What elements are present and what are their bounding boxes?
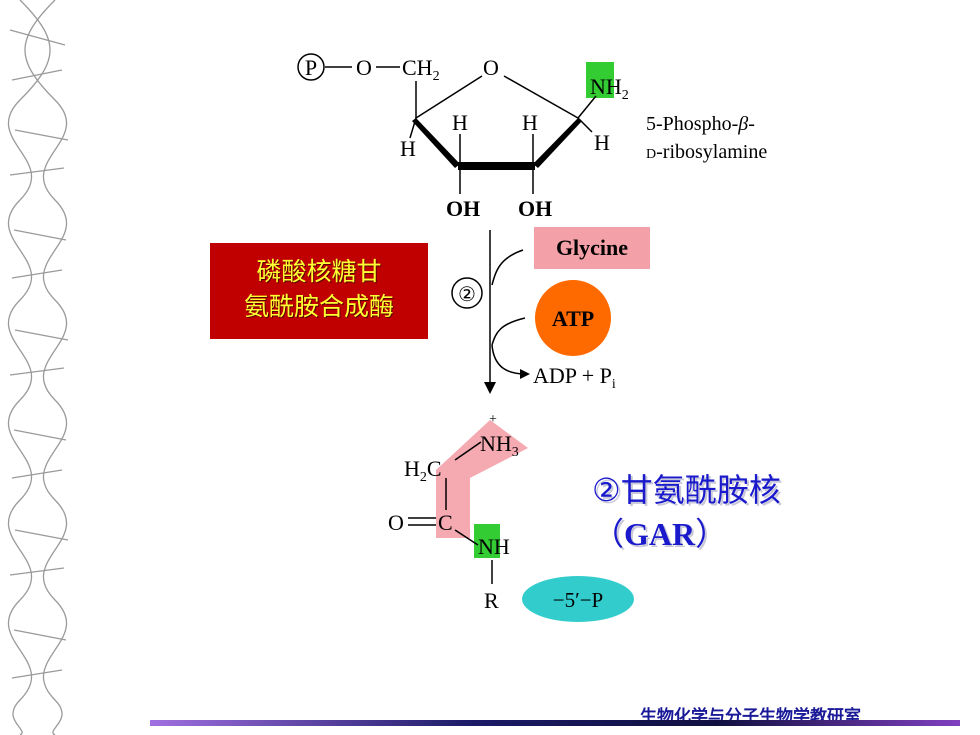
glycine-label: Glycine <box>556 235 628 260</box>
carbonyl-oxygen: O <box>388 510 404 535</box>
reaction-arrow: ② Glycine ATP ADP + Pi <box>451 227 650 394</box>
amine-nh2: NH2 <box>590 74 629 103</box>
step-number: ② <box>458 284 476 306</box>
substrate-structure: P O CH2 O NH2 H H H H OH OH 5-Phospho-β-… <box>297 53 767 221</box>
h-c2: H <box>522 110 538 135</box>
nh3-plus: + <box>489 412 497 427</box>
amide-nh: NH <box>478 534 510 559</box>
r-group: R <box>484 588 499 613</box>
substrate-name-line2: D-ribosylamine <box>646 141 767 163</box>
dna-strip-overlay <box>0 0 80 735</box>
product-structure: + NH3 H2C O C NH R −5′−P <box>388 412 634 622</box>
atp-label: ATP <box>552 306 594 331</box>
ch2-group: CH2 <box>402 55 440 84</box>
footer-bar <box>150 720 960 726</box>
atp-circle <box>535 280 611 356</box>
glycine-box <box>534 227 650 269</box>
enzyme-name-line2: 氨酰胺合成酶 <box>243 292 394 321</box>
phosphate-tag-label: −5′−P <box>553 588 603 612</box>
adp-pi-label: ADP + Pi <box>533 363 616 392</box>
amine-highlight <box>586 62 614 98</box>
h-c3: H <box>452 110 468 135</box>
product-name: ②甘氨酰胺核 <box>592 471 781 509</box>
phosphate-circle <box>297 53 325 81</box>
dna-decoration <box>7 0 69 735</box>
nh3-group: NH3 <box>480 431 519 460</box>
amide-n-highlight <box>474 524 500 558</box>
o-link: O <box>356 55 372 80</box>
glycine-moiety-highlight <box>436 420 528 538</box>
product-name-label: ②甘氨酰胺核 （GAR） <box>592 468 781 556</box>
oh-c2: OH <box>518 196 552 221</box>
h2c-group: H2C <box>404 456 442 485</box>
phosphate-tag <box>522 576 634 622</box>
h-c4: H <box>400 136 416 161</box>
substrate-name-line1: 5-Phospho-β- <box>646 113 755 135</box>
oh-c3: OH <box>446 196 480 221</box>
enzyme-name-line1: 磷酸核糖甘 <box>256 257 382 286</box>
h-c1: H <box>594 130 610 155</box>
phosphate-label: P <box>305 55 317 80</box>
enzyme-label-box: 磷酸核糖甘 氨酰胺合成酶 <box>210 243 428 339</box>
step-marker-circle <box>451 277 483 309</box>
ring-oxygen: O <box>483 55 499 80</box>
carbonyl-carbon: C <box>438 510 453 535</box>
product-abbreviation: （GAR） <box>592 515 728 553</box>
